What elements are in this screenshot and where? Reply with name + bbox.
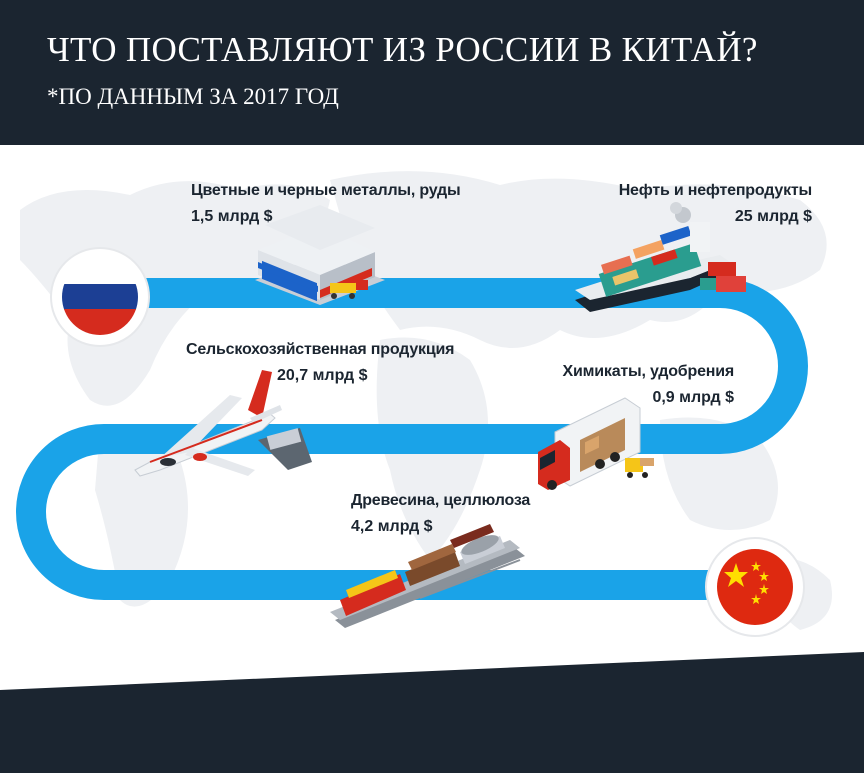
russia-flag-icon — [50, 247, 150, 347]
item-agriculture-value: 20,7 млрд $ — [277, 367, 368, 384]
container-ship-icon — [575, 202, 746, 312]
item-metals-label: Цветные и черные металлы, руды — [191, 182, 461, 199]
airplane-icon — [134, 370, 312, 477]
item-agriculture-label: Сельскохозяйственная продукция — [186, 341, 455, 358]
warehouse-icon — [255, 205, 385, 305]
page-title: ЧТО ПОСТАВЛЯЮТ ИЗ РОССИИ В КИТАЙ? — [47, 30, 758, 69]
item-metals-value: 1,5 млрд $ — [191, 208, 273, 225]
item-wood-label: Древесина, целлюлоза — [351, 492, 531, 509]
page-subtitle: *ПО ДАННЫМ ЗА 2017 ГОД — [47, 84, 339, 109]
item-wood-value: 4,2 млрд $ — [351, 518, 433, 535]
china-flag-icon — [705, 537, 805, 637]
truck-icon — [538, 397, 654, 490]
item-chemicals-label: Химикаты, удобрения — [562, 363, 735, 380]
route-path — [16, 278, 808, 600]
item-chemicals-value: 0,9 млрд $ — [652, 389, 734, 406]
header-bar: ЧТО ПОСТАВЛЯЮТ ИЗ РОССИИ В КИТАЙ? *ПО ДА… — [0, 0, 864, 145]
train-icon — [330, 524, 525, 628]
item-oil-label: Нефть и нефтепродукты — [618, 182, 812, 199]
item-oil-value: 25 млрд $ — [734, 208, 812, 225]
